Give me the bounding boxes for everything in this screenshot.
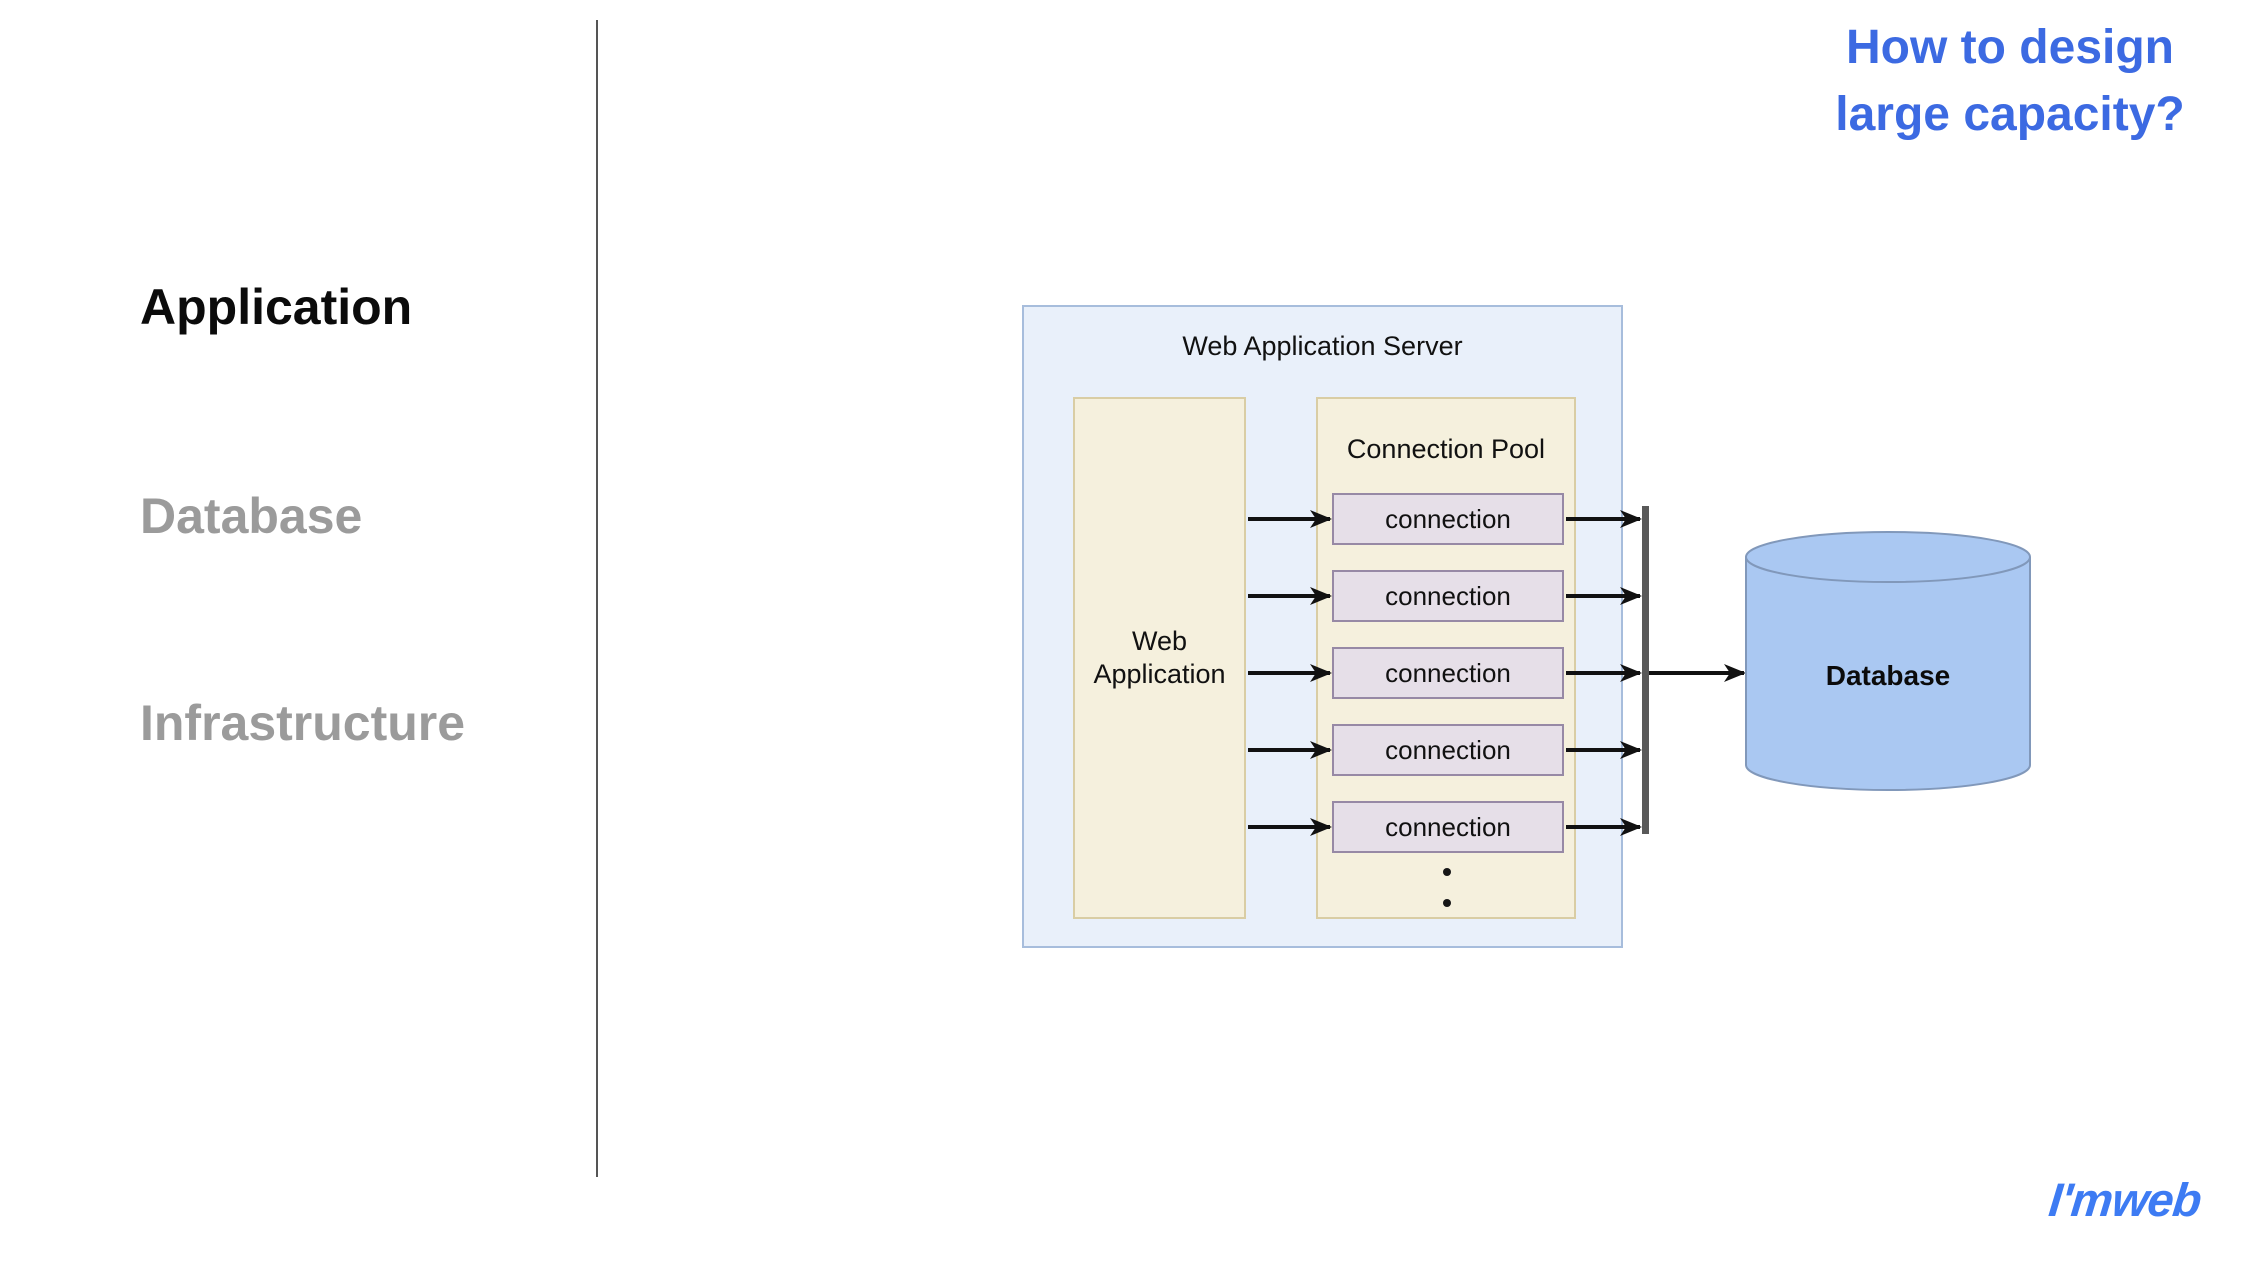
webapp-to-connection-arrows bbox=[1248, 510, 1332, 836]
connection-box: connection bbox=[1332, 724, 1564, 776]
slide-title-line-2: large capacity? bbox=[1835, 88, 2185, 141]
ellipsis-dot: . bbox=[1443, 868, 1451, 876]
connection-box: connection bbox=[1332, 801, 1564, 853]
connection-pool-label: Connection Pool bbox=[1346, 434, 1546, 464]
connection-box: connection bbox=[1332, 570, 1564, 622]
sidebar-item-database: Database bbox=[140, 488, 363, 544]
imweb-logo: I'mweb bbox=[2046, 1173, 2204, 1226]
slide-title: How to design large capacity? bbox=[1760, 14, 2260, 148]
vertical-divider bbox=[596, 20, 598, 1177]
web-application-box: Web Application bbox=[1073, 397, 1246, 919]
connection-box: connection bbox=[1332, 647, 1564, 699]
database-label: Database bbox=[1825, 660, 1951, 691]
connection-box: connection bbox=[1332, 493, 1564, 545]
sidebar-item-application: Application bbox=[140, 279, 413, 335]
database-cylinder bbox=[1745, 531, 2031, 791]
slide-title-line-1: How to design bbox=[1846, 21, 2174, 74]
web-application-server-label: Web Application Server bbox=[1182, 331, 1463, 361]
ellipsis-dot: . bbox=[1443, 899, 1451, 907]
connection-to-bar-arrows bbox=[1566, 510, 1642, 836]
web-application-label-line-1: Web bbox=[1131, 626, 1188, 656]
web-application-label-line-2: Application bbox=[1093, 659, 1226, 689]
merge-bar bbox=[1642, 506, 1649, 834]
sidebar-item-infrastructure: Infrastructure bbox=[140, 695, 466, 751]
